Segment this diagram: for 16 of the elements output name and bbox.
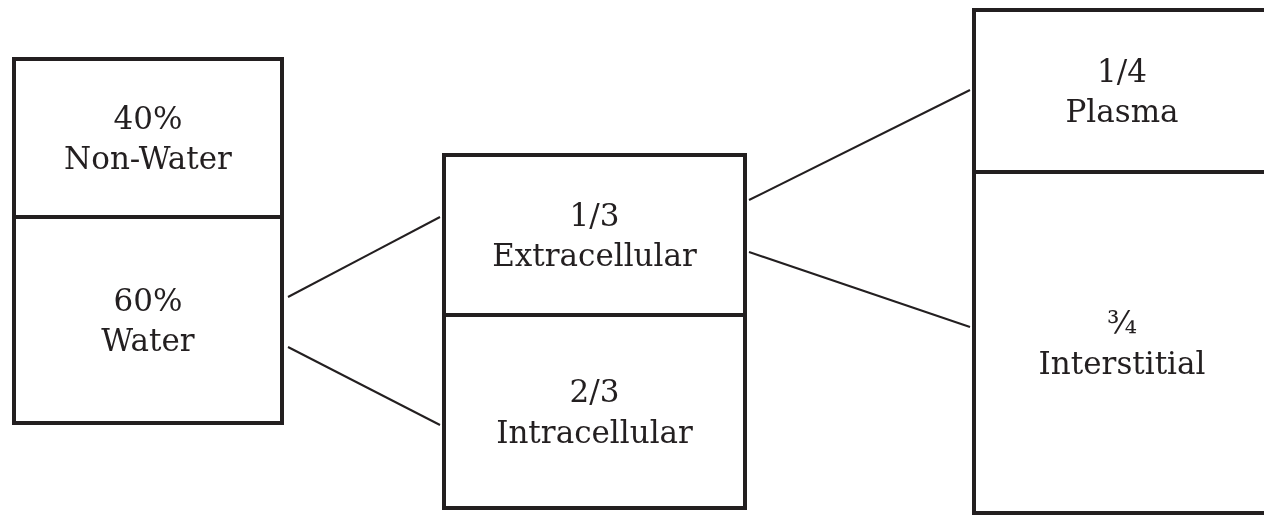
fraction-label: 1/4 <box>1097 51 1147 91</box>
expansion-line <box>748 251 971 328</box>
compartment-label: Non-Water <box>64 139 232 178</box>
fraction-label: 60% <box>113 280 183 320</box>
expansion-line <box>748 89 971 201</box>
compartment-label: Interstitial <box>1038 343 1206 383</box>
compartment-label: Plasma <box>1065 92 1179 131</box>
fraction-label: 1/3 <box>569 195 620 235</box>
fraction-label: 2/3 <box>569 372 620 412</box>
fraction-label: ¾ <box>1106 303 1137 343</box>
compartment-label: Water <box>101 321 195 360</box>
expansion-line <box>287 216 441 298</box>
compartment-label: Extracellular <box>492 236 697 275</box>
compartment-label: Intracellular <box>496 412 693 452</box>
fraction-label: 40% <box>113 98 183 138</box>
expansion-line <box>287 346 441 426</box>
